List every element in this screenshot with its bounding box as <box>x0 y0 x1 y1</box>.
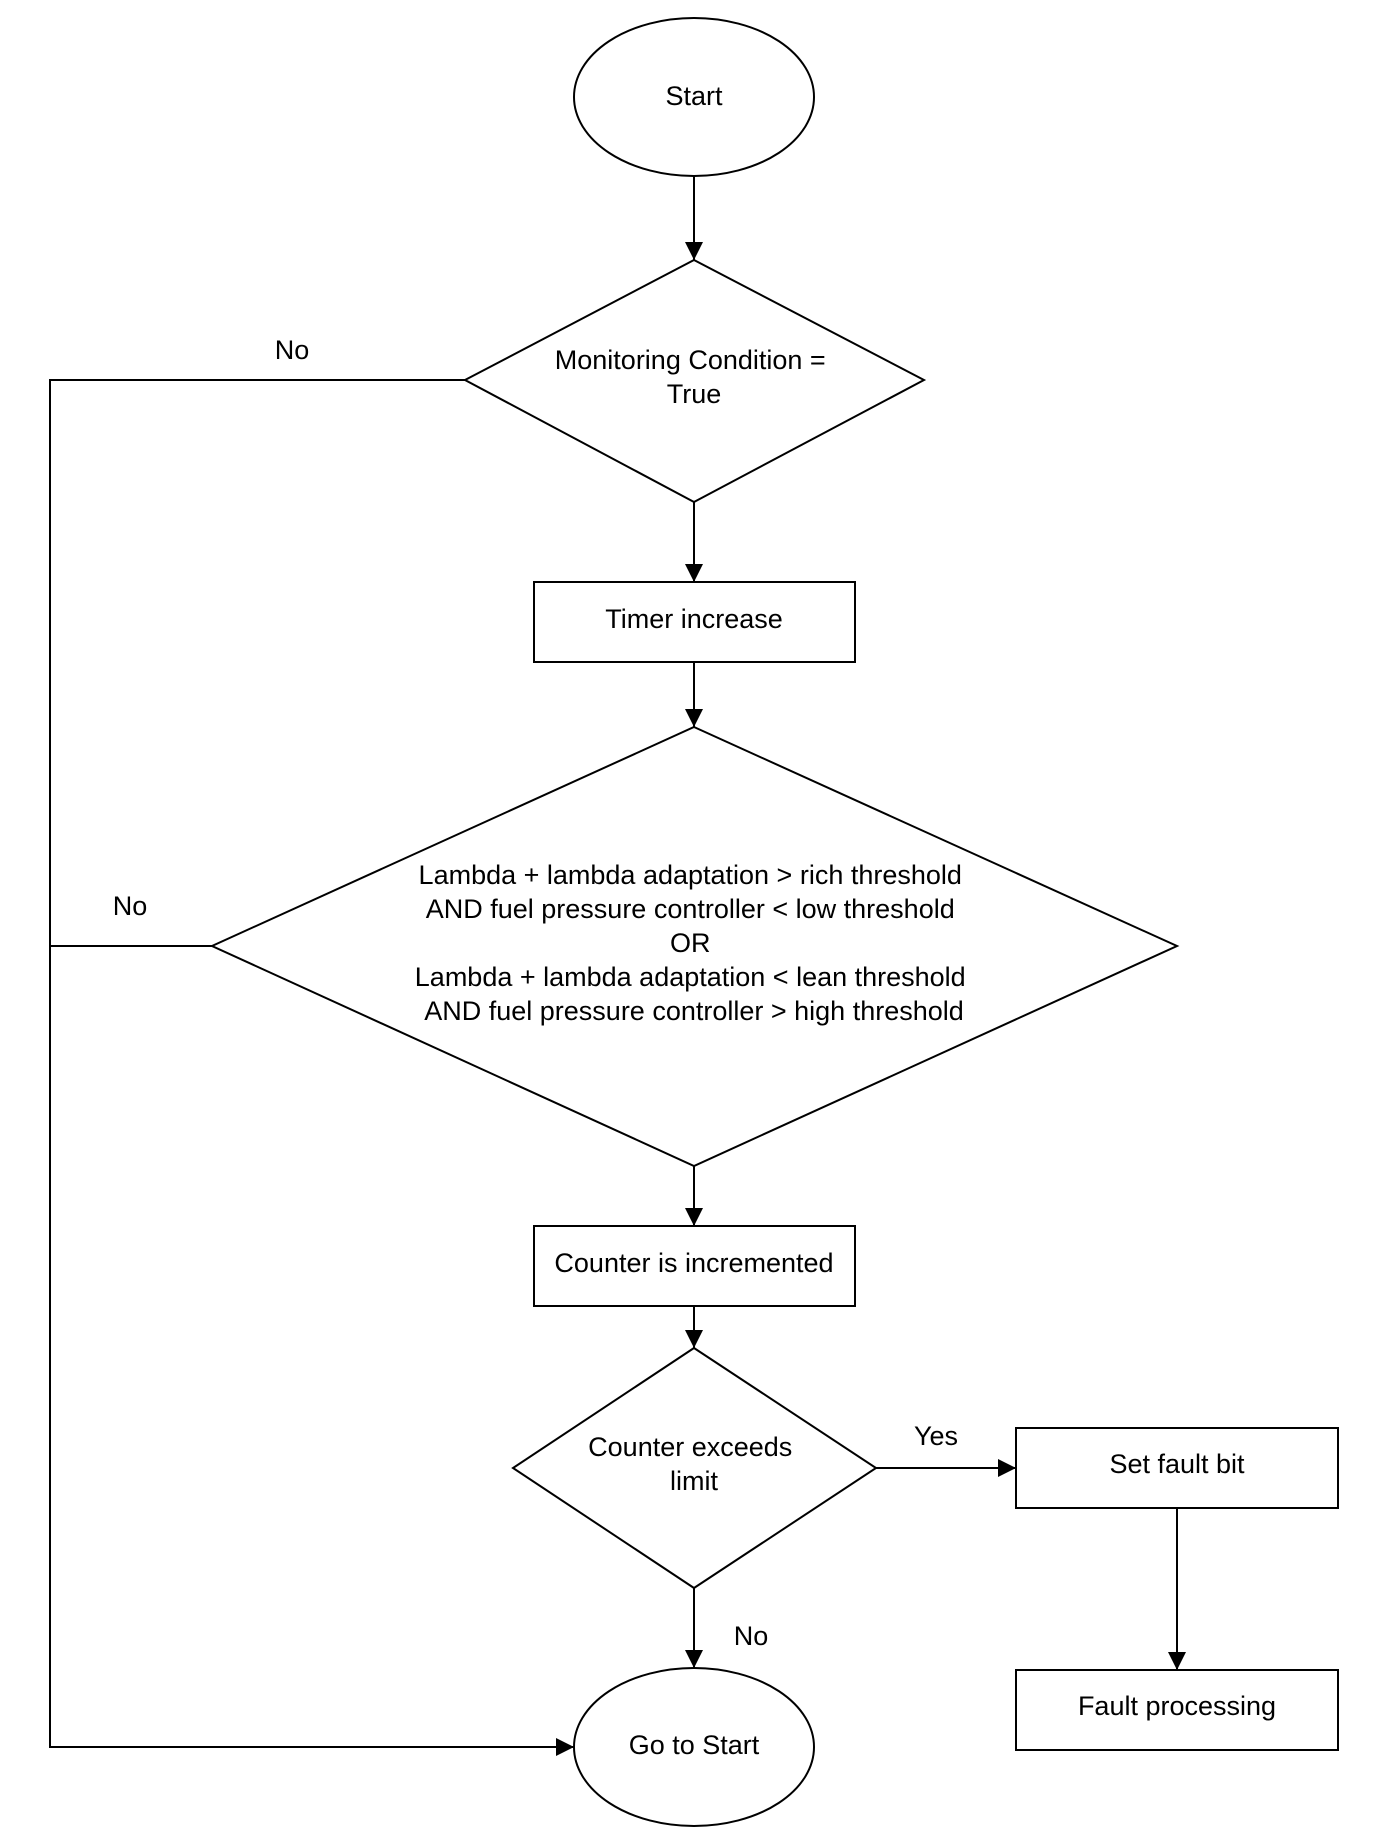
timer-increase-label: Timer increase <box>605 604 783 634</box>
fault-processing-label: Fault processing <box>1078 1691 1276 1721</box>
lambda-threshold-label: Lambda + lambda adaptation > rich thresh… <box>415 860 973 1026</box>
fault-processing-process <box>1015 1669 1339 1751</box>
edge-monitoring-no-to-go-to-start <box>49 379 574 1756</box>
set-fault-bit-label: Set fault bit <box>1109 1449 1245 1479</box>
exceeds-no-label: No <box>734 1621 769 1651</box>
go-to-start-label: Go to Start <box>629 1730 760 1760</box>
monitoring-condition-label: Monitoring Condition = True <box>555 345 833 409</box>
counter-incremented-process <box>533 1225 856 1307</box>
counter-incremented-label: Counter is incremented <box>554 1248 833 1278</box>
exceeds-yes-label: Yes <box>914 1421 958 1451</box>
timer-increase-process <box>533 581 856 663</box>
monitoring-no-label: No <box>275 335 310 365</box>
start-label: Start <box>665 81 723 111</box>
counter-exceeds-label: Counter exceeds limit <box>588 1432 800 1496</box>
condition-no-label: No <box>113 891 148 921</box>
